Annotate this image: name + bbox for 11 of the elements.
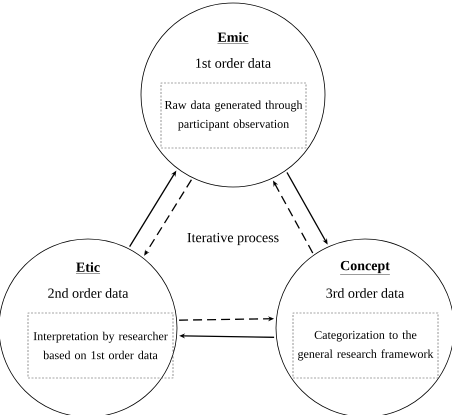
description-box: Categorization to the general research framework (292, 312, 438, 378)
subtitle: 1st order data (196, 58, 271, 68)
heading: Etic (76, 262, 100, 274)
process-label: Iterative process (187, 232, 279, 246)
heading: Concept (340, 260, 390, 275)
description-box: Interpretation by researcher based on 1st order data (28, 312, 174, 378)
circle-node (140, 2, 326, 188)
subtitle: 2nd order data (48, 288, 128, 298)
heading: Emic (217, 32, 249, 44)
description-box: Raw data generated through participant observation (160, 82, 306, 148)
subtitle: 3rd order data (326, 288, 404, 298)
